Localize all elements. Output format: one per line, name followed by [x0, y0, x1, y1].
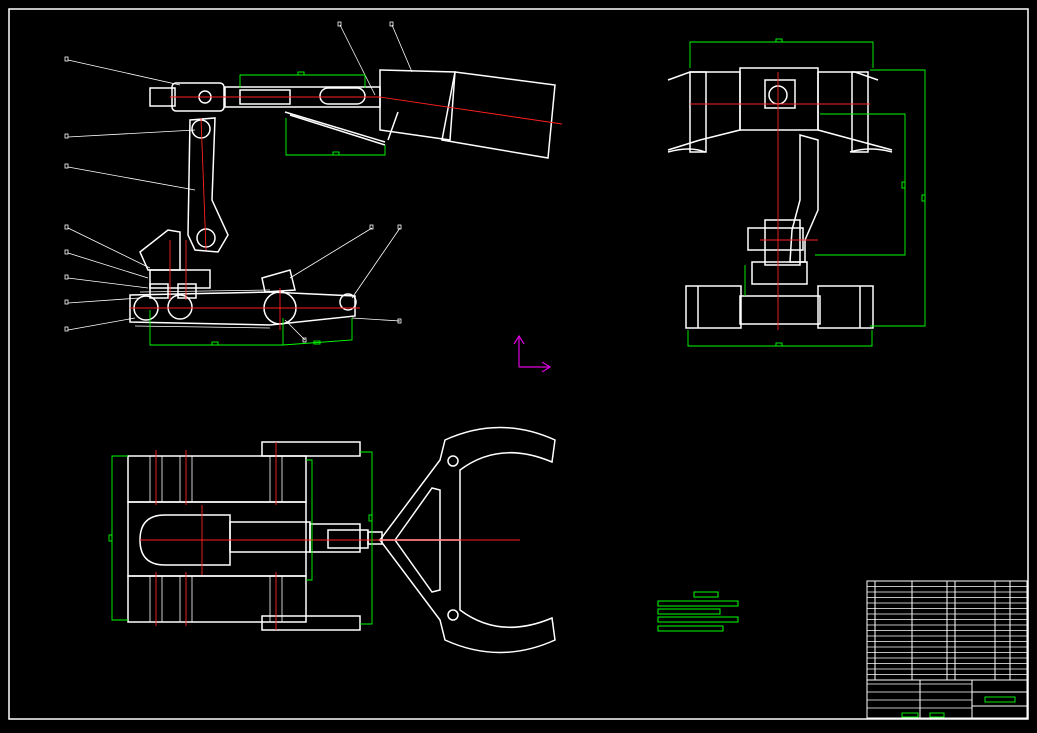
plan-dimensions [108, 451, 373, 625]
vertical-link [187, 117, 229, 253]
plan-claw-lower [378, 539, 556, 654]
side-dimensions [149, 71, 386, 346]
leader-tags [64, 21, 402, 343]
front-track-left [685, 285, 742, 329]
top-plan-view[interactable] [127, 426, 556, 654]
sheet-border [8, 8, 1029, 720]
track-belt [129, 291, 356, 326]
front-track-right [817, 285, 874, 329]
leader-lines [67, 24, 413, 341]
shoulder-block [739, 67, 819, 131]
ucs-axis-icon [513, 334, 552, 373]
plan-centerlines [140, 442, 520, 630]
notes-block [657, 591, 739, 632]
title-block[interactable] [866, 580, 1028, 719]
side-centerlines [130, 96, 563, 330]
front-elevation-view[interactable] [667, 67, 893, 329]
plan-track-bottom [127, 575, 307, 623]
front-centerlines [690, 72, 870, 330]
side-elevation-view[interactable] [64, 21, 556, 343]
plan-claw-upper [378, 426, 556, 541]
plan-track-top [127, 455, 307, 503]
front-dimensions [687, 38, 926, 347]
